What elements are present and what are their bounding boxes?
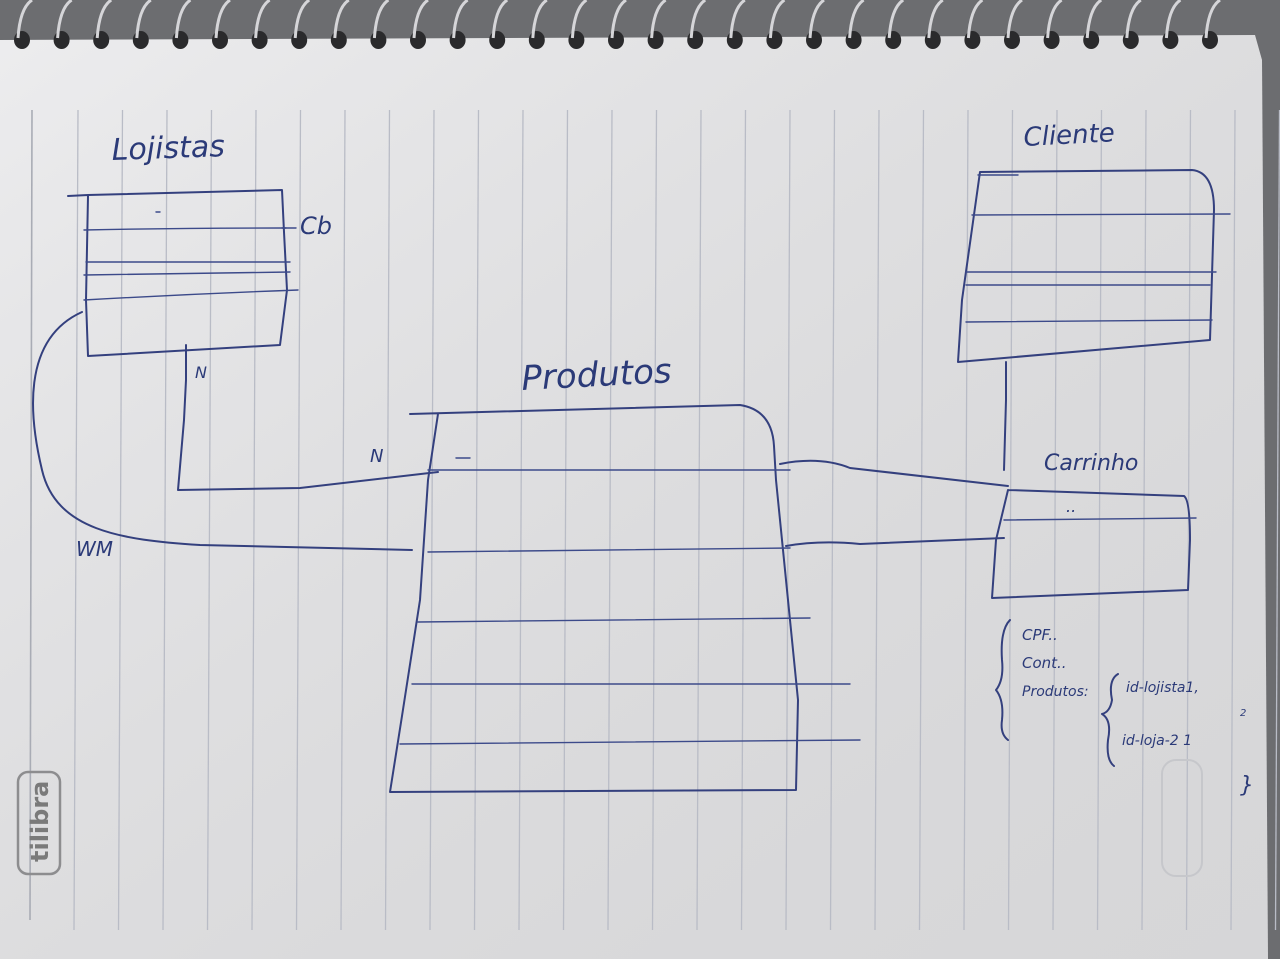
spiral-ring: [291, 0, 311, 49]
ruled-line: [918, 109, 925, 931]
spiral-ring: [726, 0, 746, 49]
ruled-line: [162, 109, 168, 931]
lojistas-cardinality: N: [195, 363, 207, 382]
cliente-entity: Cliente: [957, 118, 1231, 363]
spiral-ring: [647, 0, 667, 49]
spiral-ring: [1122, 0, 1142, 49]
ruled-line: [963, 109, 969, 931]
spiral-ring: [964, 0, 984, 49]
spiral-ring: [330, 0, 350, 49]
spiral-ring: [687, 0, 707, 49]
spiral-ring: [489, 0, 509, 49]
ruled-line: [473, 109, 480, 931]
brand-text: tilibra: [26, 781, 54, 862]
lojistas-label: Lojistas: [111, 129, 225, 168]
ruled-line: [251, 109, 257, 931]
ruled-line: [429, 109, 435, 931]
spiral-ring: [410, 0, 429, 49]
spiral-ring: [1004, 0, 1023, 49]
note-cont: Cont..: [1022, 654, 1067, 672]
note-close-brace: }: [1240, 773, 1254, 798]
spiral-ring: [1202, 0, 1221, 49]
note-item-1: id-lojista1,: [1126, 680, 1199, 696]
ruled-line: [117, 109, 124, 931]
spiral-ring: [766, 0, 786, 49]
spiral-ring: [1162, 0, 1182, 49]
spiral-ring: [1043, 0, 1063, 49]
produtos-carrinho-connector-2: [785, 537, 1005, 547]
ruled-line: [740, 109, 747, 931]
spiral-ring: [806, 0, 825, 49]
carrinho-entity: Carrinho ..: [991, 451, 1197, 599]
lojistas-produtos-connector: [177, 344, 439, 491]
wm-label: WM: [76, 537, 113, 561]
spiral-ring: [251, 0, 271, 49]
note-produtos: Produtos:: [1022, 684, 1089, 700]
spiral-binding: [14, 0, 1221, 49]
note-item-2: id-loja-2 1: [1122, 733, 1192, 749]
ruled-line: [73, 109, 79, 931]
page-tab-mark: [1161, 759, 1203, 877]
produtos-cardinality: N: [370, 446, 383, 467]
note-sup: 2: [1240, 708, 1246, 719]
spiral-ring: [53, 0, 73, 49]
spiral-ring: [212, 0, 231, 49]
spiral-ring: [924, 0, 944, 49]
ruled-line: [1185, 109, 1192, 931]
spiral-ring: [449, 0, 469, 49]
note-cpf: CPF..: [1022, 626, 1058, 644]
spiral-ring: [14, 0, 33, 49]
spiral-ring: [1083, 0, 1103, 49]
spiral-ring: [132, 0, 152, 49]
cliente-carrinho-connector: [1003, 361, 1007, 471]
ruled-line: [1141, 109, 1147, 931]
ruled-line: [518, 109, 524, 931]
carrinho-label: Carrinho: [1044, 451, 1138, 476]
lojistas-side-tag: Cb: [300, 212, 332, 240]
tilibra-logo: tilibra: [16, 770, 62, 876]
ruled-line: [340, 109, 346, 931]
lojistas-entity: Lojistas Cb N: [67, 129, 332, 382]
carrinho-dots: ..: [1066, 497, 1076, 516]
ruled-line: [874, 109, 880, 931]
cliente-label: Cliente: [1023, 118, 1116, 153]
ruled-line: [651, 109, 658, 931]
ruled-line: [384, 109, 391, 931]
ruled-line: [562, 109, 569, 931]
ruled-line: [295, 109, 302, 931]
produtos-carrinho-connector-1: [779, 459, 1009, 487]
spiral-ring: [528, 0, 548, 49]
spiral-ring: [93, 0, 113, 49]
carrinho-notes: CPF.. Cont.. Produtos: id-lojista1, id-l…: [995, 619, 1254, 798]
margin-line: [29, 109, 33, 921]
ruled-line: [607, 109, 613, 931]
ruled-line: [696, 109, 702, 931]
spiral-ring: [608, 0, 627, 49]
ruled-line: [829, 109, 836, 931]
wm-connector: [32, 311, 413, 551]
spiral-ring: [885, 0, 905, 49]
ruled-line: [1274, 109, 1280, 931]
ruled-line: [1230, 109, 1236, 931]
spiral-ring: [172, 0, 192, 49]
produtos-label: Produtos: [520, 351, 672, 399]
ruled-lines: [73, 109, 1280, 931]
spiral-ring: [370, 0, 390, 49]
spiral-ring: [845, 0, 865, 49]
ruled-line: [206, 109, 213, 931]
ruled-line: [785, 109, 791, 931]
produtos-entity: Produtos: [389, 351, 861, 793]
ruled-line: [1096, 109, 1103, 931]
spiral-ring: [568, 0, 588, 49]
